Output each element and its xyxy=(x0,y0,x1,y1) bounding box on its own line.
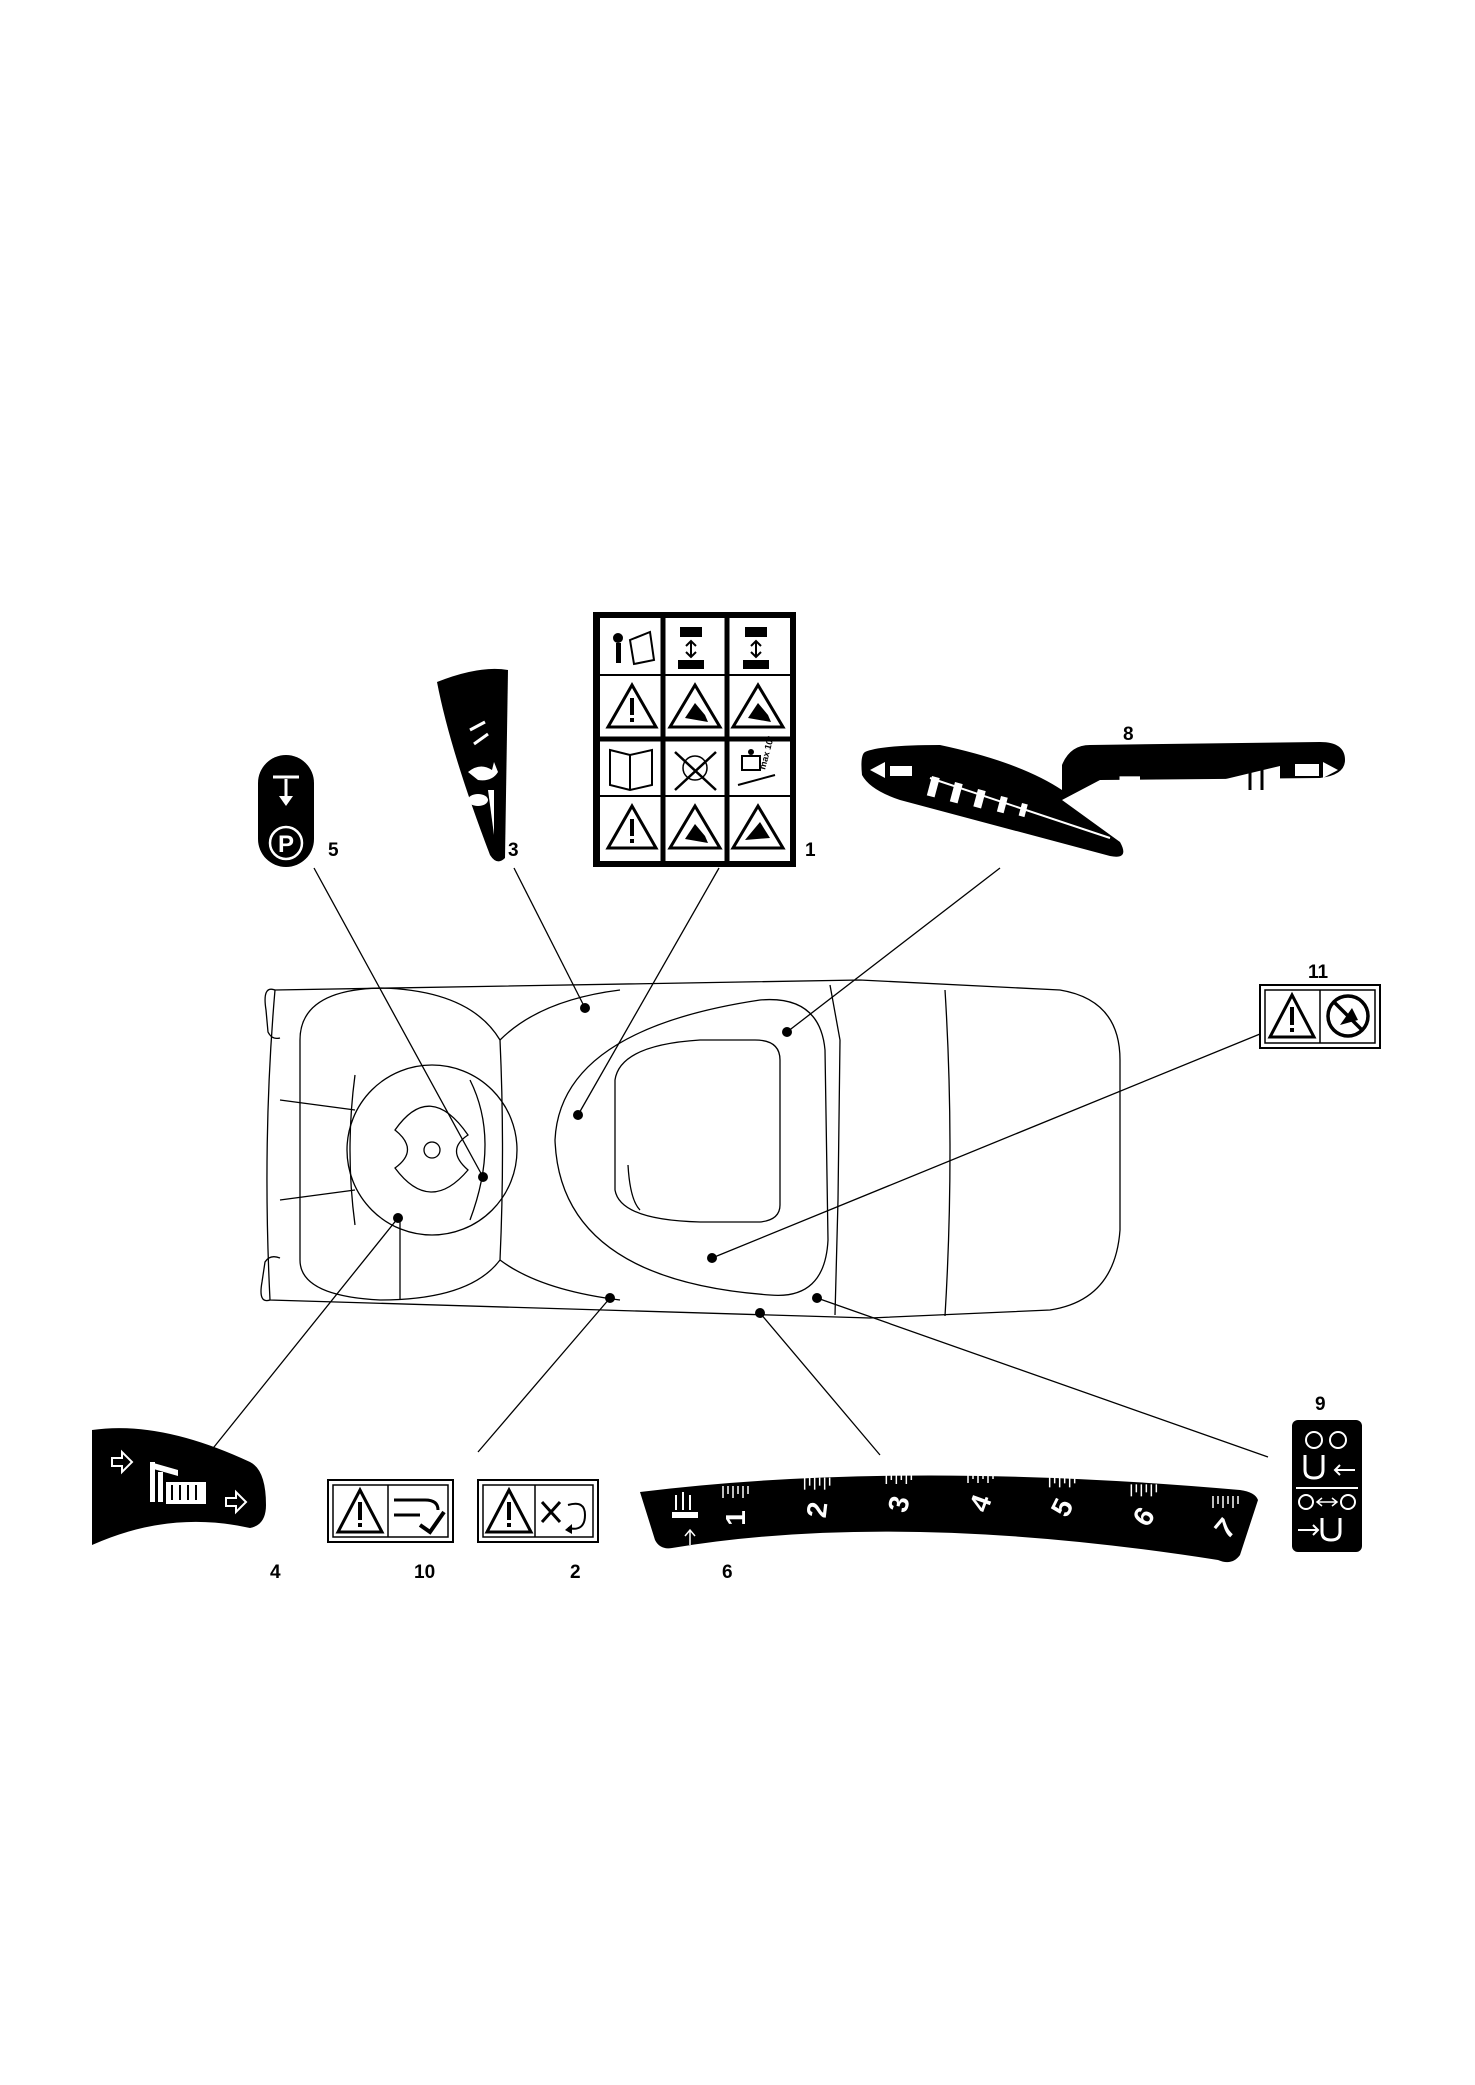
decal-9-engagement xyxy=(1292,1420,1362,1552)
pto-lever-icon xyxy=(394,1498,446,1535)
mower-top-view xyxy=(260,979,1121,1319)
warning-triangle-icon-2 xyxy=(605,802,659,850)
reverse-arrow-icon xyxy=(870,762,885,778)
tick-group-3 xyxy=(885,1472,913,1485)
decal-1-safety-warnings: max 10° xyxy=(593,612,796,867)
anchor-dot-11 xyxy=(707,1253,717,1263)
callout-4: 4 xyxy=(270,1562,281,1583)
decal-10-warning xyxy=(327,1479,454,1543)
u-hook-icon xyxy=(1303,1455,1325,1480)
callout-numbers: 1 3 5 8 11 9 4 10 2 6 xyxy=(270,724,1329,1583)
turtle-icon xyxy=(468,794,488,806)
park-circle-icon xyxy=(268,825,304,861)
hand-blade-warning-icon-2 xyxy=(730,682,786,729)
key-manual-icon xyxy=(613,630,656,666)
lift-icon-2 xyxy=(743,627,769,669)
tick-group-2 xyxy=(803,1477,831,1490)
scale-ticks xyxy=(722,1471,1239,1508)
forward-arrow-icon xyxy=(1323,762,1338,778)
arrow-out-icon-right xyxy=(225,1489,248,1515)
anchor-dot-1 xyxy=(573,1110,583,1120)
neutral-label: N xyxy=(1114,774,1147,796)
callout-6: 6 xyxy=(722,1562,733,1583)
callout-8: 8 xyxy=(1123,724,1134,745)
rabbit-icon xyxy=(468,762,498,781)
circle-icon-2 xyxy=(1329,1431,1347,1449)
leader-lines xyxy=(209,867,1269,1458)
slope-tip-warning-icon xyxy=(730,803,786,850)
tick-group-1 xyxy=(722,1486,749,1498)
arrow-out-icon-left xyxy=(111,1449,134,1475)
scale-number-1: 1 xyxy=(720,1510,751,1526)
hand-blade-warning-icon xyxy=(667,682,723,729)
no-rotation-icon xyxy=(540,1500,587,1534)
decal-3-throttle xyxy=(437,668,508,862)
callout-5: 5 xyxy=(328,840,339,861)
no-children-icon xyxy=(1326,994,1370,1038)
warning-triangle-icon-10 xyxy=(335,1486,385,1534)
decal-4-cutting-lever xyxy=(92,1428,266,1545)
anchor-dot-3 xyxy=(580,1003,590,1013)
tick-group-7 xyxy=(1212,1496,1239,1508)
callout-1: 1 xyxy=(805,840,816,861)
scale-number-3: 3 xyxy=(882,1493,916,1515)
anchor-dot-8 xyxy=(782,1027,792,1037)
no-passenger-icon xyxy=(674,751,717,791)
anchor-dot-9 xyxy=(812,1293,822,1303)
decal-8-forward-reverse: N xyxy=(861,742,1345,857)
anchor-dot-4 xyxy=(393,1213,403,1223)
height-icon xyxy=(672,1492,698,1545)
read-manual-icon xyxy=(609,748,653,792)
callout-10: 10 xyxy=(414,1562,435,1583)
anchor-dot-6 xyxy=(755,1308,765,1318)
decal-11-no-passenger xyxy=(1259,984,1381,1049)
callout-3: 3 xyxy=(508,840,519,861)
lift-icon-1 xyxy=(678,627,704,669)
warning-triangle-icon xyxy=(605,681,659,729)
callout-11: 11 xyxy=(1308,962,1329,983)
warning-triangle-icon-11 xyxy=(1267,991,1317,1039)
grass-cut-icon xyxy=(150,1462,206,1504)
hand-blade-warning-icon-3 xyxy=(667,803,723,850)
callout-9: 9 xyxy=(1315,1394,1326,1415)
anchor-dot-5 xyxy=(478,1172,488,1182)
tick-group-4 xyxy=(967,1471,994,1483)
tick-group-6 xyxy=(1130,1484,1158,1497)
circle-icon-1 xyxy=(1305,1431,1323,1449)
park-letter: P xyxy=(278,831,294,858)
warning-triangle-icon-2b xyxy=(484,1486,534,1534)
anchor-dot-10-2 xyxy=(605,1293,615,1303)
decal-2-warning xyxy=(477,1479,599,1543)
callout-2: 2 xyxy=(570,1562,581,1583)
scale-number-2: 2 xyxy=(801,1500,834,1519)
decal-5-parking-brake: P xyxy=(258,755,314,867)
tick-group-5 xyxy=(1048,1475,1076,1488)
